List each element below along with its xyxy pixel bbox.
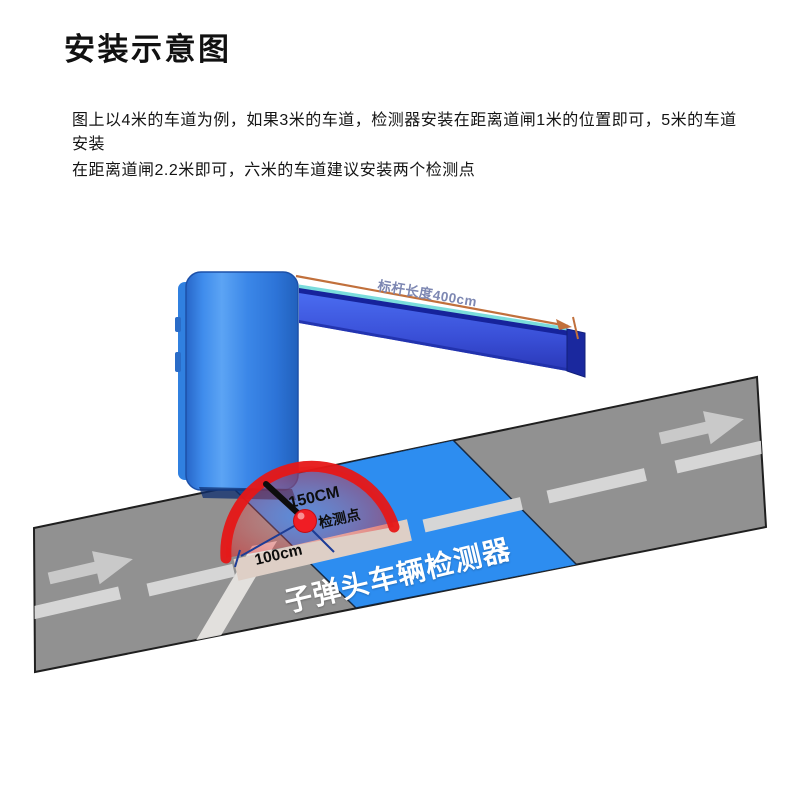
lane-dash [674,439,766,474]
lane-dash [546,468,647,504]
height-pointer-line [263,481,304,519]
cabinet-hinge-tab [175,352,181,372]
dimension-end-tick [572,316,579,340]
cabinet-front-face [185,271,299,491]
arm-face [299,293,567,371]
ground-distance-line [240,520,304,557]
page-title: 安装示意图 [64,32,232,67]
arm-end-cap [566,328,586,378]
cabinet-hinge-tab [175,317,181,332]
arm-bottom-edge [299,320,567,371]
dimension-arrowhead-icon [556,319,572,330]
lane-arrow-left-icon [47,551,133,585]
description-line-1: 图上以4米的车道为例，如果3米的车道，检测器安装在距离道闸1米的位置即可，5米的… [72,112,737,153]
detection-dome-rim [220,460,400,564]
strip-end-tick [234,549,241,568]
description-line-2: 在距离道闸2.2米即可，六米的车道建议安装两个检测点 [72,162,476,179]
lane-dash [422,497,523,533]
arm-dimension [295,274,579,340]
barrier-cabinet [175,271,299,500]
arm-top-highlight [299,284,567,332]
arm-navy-stripe [299,288,567,337]
barrier-arm [299,284,586,378]
detection-point-highlight [297,512,305,520]
detection-point-dot [293,509,317,533]
dimension-line [295,274,569,328]
lane-dash [34,586,122,621]
lane-arrow-right-icon [658,411,744,445]
distance-strip [233,519,412,581]
lane-dash [146,563,236,597]
